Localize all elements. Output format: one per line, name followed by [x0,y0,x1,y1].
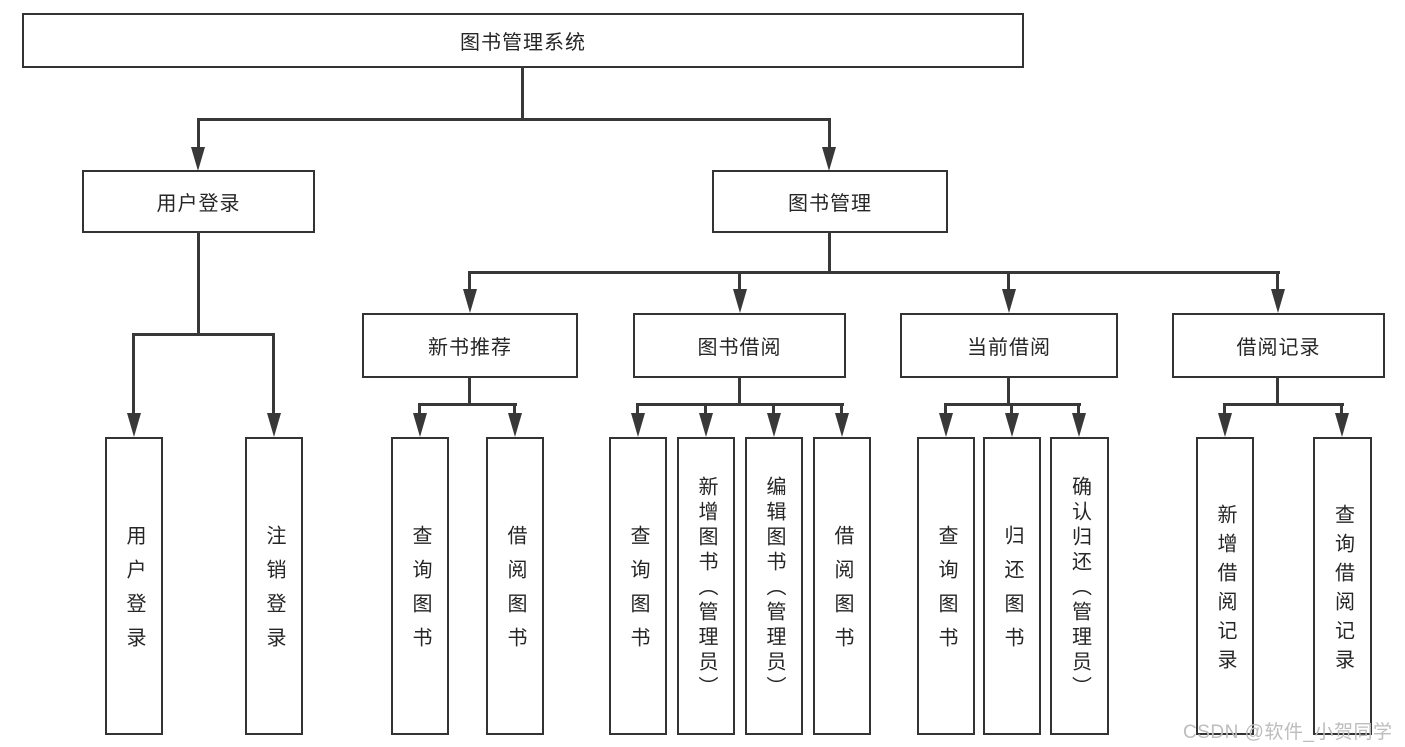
connector-stem [1276,376,1279,405]
watermark: CSDN @软件_小贺同学 [1183,722,1393,743]
node-borrow-records-label: 借阅记录 [1236,337,1321,359]
leaf-query-borrow-record: 查询借阅记录 [1313,437,1372,735]
node-user-login-label: 用户登录 [156,193,241,215]
leaf-edit-books-admin: 编辑图书（管理员） [745,437,803,735]
node-book-management-label: 图书管理 [788,193,872,215]
connector-drop [772,403,775,417]
connector-user-login-drop [197,118,200,150]
arrow-down-icon [1335,413,1349,437]
leaf-add-books-admin-label: 新增图书（管理员） [695,476,717,701]
connector-drop [738,271,741,291]
leaf-confirm-return-admin-label: 确认归还（管理员） [1068,476,1091,701]
arrow-down-icon [733,289,747,313]
leaf-query-books-1-label: 查询图书 [409,525,431,661]
arrow-down-icon [699,413,713,437]
arrow-down-icon [631,413,645,437]
leaf-borrow-books-1-label: 借阅图书 [504,525,526,661]
arrow-down-icon [1218,413,1232,437]
node-root-label: 图书管理系统 [460,32,586,54]
connector-drop [1276,271,1279,291]
connector-drop [1007,271,1010,291]
leaf-add-borrow-record: 新增借阅记录 [1196,437,1254,735]
node-root: 图书管理系统 [22,13,1024,68]
connector-stem [738,376,741,405]
connector-hline [636,403,844,406]
leaf-borrow-books-2-label: 借阅图书 [831,525,853,661]
leaf-logout: 注销登录 [245,437,303,735]
leaf-query-books-3: 查询图书 [917,437,975,735]
node-borrow-records: 借阅记录 [1172,313,1385,378]
connector-drop [272,333,275,415]
connector-level3-hline [468,271,1280,274]
leaf-confirm-return-admin: 确认归还（管理员） [1050,437,1109,735]
connector-drop [1010,403,1013,417]
arrow-down-icon [267,413,281,437]
leaf-return-books: 归还图书 [983,437,1041,735]
arrow-down-icon [127,413,141,437]
arrow-down-icon [508,413,522,437]
connector-drop [418,403,421,417]
arrow-down-icon [822,147,836,171]
arrow-down-icon [1072,413,1086,437]
arrow-down-icon [463,289,477,313]
arrow-down-icon [1271,289,1285,313]
arrow-down-icon [413,413,427,437]
connector-level2-hline [197,118,831,121]
connector-drop [468,271,471,291]
leaf-query-books-2-label: 查询图书 [627,525,649,661]
leaf-borrow-books-2: 借阅图书 [813,437,871,735]
arrow-down-icon [191,147,205,171]
connector-stem [1007,376,1010,405]
leaf-return-books-label: 归还图书 [1001,525,1023,661]
connector-drop [132,333,135,415]
leaf-add-books-admin: 新增图书（管理员） [677,437,735,735]
connector-hline [418,403,517,406]
connector-drop [636,403,639,417]
node-new-book-recommend-label: 新书推荐 [428,337,512,359]
leaf-user-login-label: 用户登录 [123,525,145,661]
leaf-edit-books-admin-label: 编辑图书（管理员） [763,476,785,701]
leaf-add-borrow-record-label: 新增借阅记录 [1214,503,1236,678]
node-book-borrow-label: 图书借阅 [697,337,782,359]
connector-drop [944,403,947,417]
arrow-down-icon [1002,289,1016,313]
connector-drop [513,403,516,417]
connector-root-stem [521,66,524,120]
connector-book-mgmt-stem [828,231,831,274]
arrow-down-icon [835,413,849,437]
node-current-borrow-label: 当前借阅 [967,337,1051,359]
leaf-query-books-1: 查询图书 [391,437,449,735]
connector-drop [1077,403,1080,417]
node-current-borrow: 当前借阅 [900,313,1118,378]
connector-stem [468,376,471,405]
connector-drop [1340,403,1343,417]
connector-drop [840,403,843,417]
node-new-book-recommend: 新书推荐 [362,313,578,378]
leaf-logout-label: 注销登录 [263,525,285,661]
arrow-down-icon [939,413,953,437]
connector-drop [1223,403,1226,417]
arrow-down-icon [767,413,781,437]
connector-hline [1223,403,1344,406]
connector-user-login-hline [132,333,275,336]
connector-user-login-stem [197,231,200,335]
leaf-query-borrow-record-label: 查询借阅记录 [1331,503,1354,678]
node-book-management: 图书管理 [712,170,948,233]
leaf-query-books-3-label: 查询图书 [935,525,957,661]
leaf-borrow-books-1: 借阅图书 [486,437,544,735]
leaf-user-login: 用户登录 [105,437,163,735]
node-book-borrow: 图书借阅 [633,313,846,378]
node-user-login: 用户登录 [82,170,315,233]
arrow-down-icon [1005,413,1019,437]
connector-drop [704,403,707,417]
connector-book-mgmt-drop [828,118,831,150]
leaf-query-books-2: 查询图书 [609,437,667,735]
